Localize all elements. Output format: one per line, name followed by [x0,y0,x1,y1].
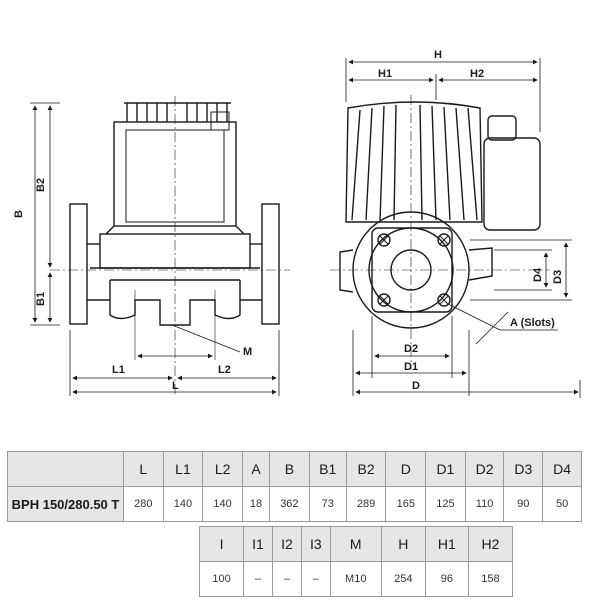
label-L1: L1 [112,364,125,376]
value-cell: 110 [464,486,505,522]
header-cell: H1 [424,526,469,562]
table-row: 100 – – – M10 254 96 158 [198,561,514,597]
table-header-row: L L1 L2 A B B1 B2 D D1 D2 D3 D4 [7,451,582,487]
header-cell: D4 [542,451,582,487]
front-view [330,95,550,370]
value-cell: – [300,561,331,597]
header-cell: B1 [308,451,347,487]
label-D2: D2 [404,343,418,355]
header-cell: B2 [345,451,387,487]
header-cell: L [123,451,164,487]
label-M: M [243,346,252,358]
front-dimensions [345,58,581,398]
header-cell: B [269,451,310,487]
value-cell: 280 [123,486,164,522]
side-dimensions [30,102,280,396]
value-cell: 96 [424,561,469,597]
value-cell: 362 [269,486,310,522]
value-cell: – [243,561,273,597]
value-cell: M10 [329,561,382,597]
value-cell: 90 [503,486,544,522]
table-corner [7,451,124,487]
header-cell: D1 [425,451,466,487]
label-D: D [412,380,420,392]
label-H1: H1 [378,68,392,80]
header-cell: A [241,451,271,487]
value-cell: 100 [198,561,245,597]
value-cell: 140 [202,486,243,522]
header-cell: D2 [464,451,505,487]
value-cell: 140 [162,486,204,522]
value-cell: 18 [241,486,271,522]
header-cell: H2 [467,526,514,562]
label-D1: D1 [404,361,418,373]
dimensions-table-main: L L1 L2 A B B1 B2 D D1 D2 D3 D4 BPH 150/… [7,451,582,522]
header-cell: I2 [271,526,302,562]
side-labels: B B2 B1 L1 L2 L M [13,178,252,392]
value-cell: 254 [380,561,426,597]
label-D3: D3 [552,270,564,284]
label-H2: H2 [470,68,484,80]
header-cell: D3 [503,451,544,487]
front-labels: H H1 H2 D2 D1 D D4 D3 A (Slots) [378,49,564,392]
label-H: H [434,49,442,61]
label-B: B [13,210,25,218]
value-cell: 125 [425,486,466,522]
side-view [50,96,290,395]
header-cell: I1 [243,526,273,562]
value-cell: 289 [345,486,387,522]
table-header-row: I I1 I2 I3 M H H1 H2 [198,526,514,562]
label-L2: L2 [218,364,231,376]
label-L: L [172,380,179,392]
header-cell: L1 [162,451,204,487]
header-cell: I3 [300,526,331,562]
value-cell: 50 [542,486,582,522]
label-A-slots: A (Slots) [510,317,555,329]
value-cell: 165 [385,486,427,522]
label-B1: B1 [35,292,47,306]
header-cell: D [385,451,427,487]
label-B2: B2 [35,178,47,192]
technical-drawing: B B2 B1 L1 L2 L M [13,49,581,398]
value-cell: – [271,561,302,597]
header-cell: L2 [202,451,243,487]
value-cell: 158 [467,561,514,597]
header-cell: M [329,526,382,562]
header-cell: I [198,526,245,562]
table-row: BPH 150/280.50 T 280 140 140 18 362 73 2… [7,486,582,522]
dimensions-table-secondary: I I1 I2 I3 M H H1 H2 100 – – – M10 254 9… [198,526,514,597]
value-cell: 73 [308,486,347,522]
model-name: BPH 150/280.50 T [7,486,124,522]
label-D4: D4 [532,267,544,282]
header-cell: H [380,526,426,562]
